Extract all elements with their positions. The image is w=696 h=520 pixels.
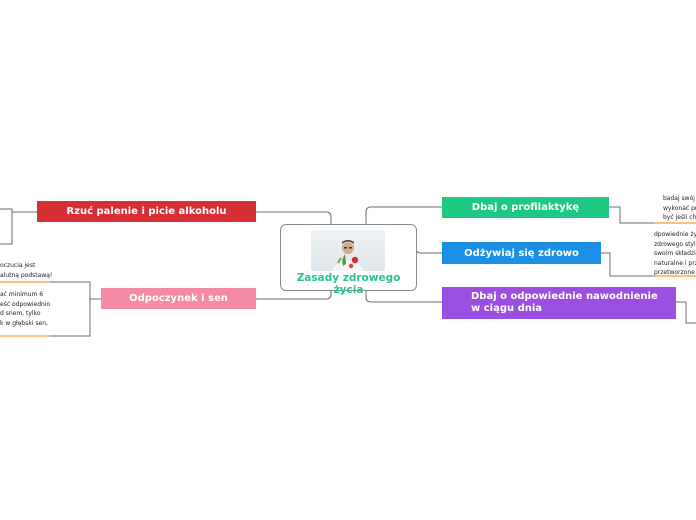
diet-note: dpowiednie ży zdrowego stylu swoim skład… (654, 230, 696, 278)
branch-prevention[interactable]: Dbaj o profilaktykę (442, 197, 609, 218)
note-line: d snem, tylko (0, 310, 41, 317)
note-line: k w głębski sen, (0, 319, 48, 327)
central-topic[interactable]: Zasady zdrowego życia (280, 224, 417, 296)
note-line: swoim składzie (654, 250, 696, 257)
note-line: wykonać prz (663, 204, 696, 212)
note-line: eść odpowiednio (0, 300, 51, 308)
branch-label: Rzuć palenie i picie alkoholu (66, 206, 227, 217)
branch-label-line-1: Dbaj o odpowiednie nawodnienie (471, 291, 658, 302)
rest-note-2: ać minimum 6 eść odpowiednio d snem, tyl… (0, 290, 50, 328)
note-line: ać minimum 6 (0, 291, 44, 298)
branch-healthy-eating[interactable]: Odżywiaj się zdrowo (442, 242, 601, 264)
note-line: przetworzone j (654, 269, 696, 276)
note-line: alutną podstawą! (0, 271, 53, 279)
note-line: być jeśli cho (663, 214, 696, 221)
note-line: oczucia jest (0, 262, 36, 269)
note-line: badaj swój s (663, 195, 696, 202)
branch-quit-smoking-drinking[interactable]: Rzuć palenie i picie alkoholu (37, 201, 256, 222)
branch-label: Odpoczynek i sen (129, 293, 228, 304)
branch-rest-and-sleep[interactable]: Odpoczynek i sen (101, 288, 256, 309)
branch-label-line-2: w ciągu dnia (471, 303, 543, 314)
person-with-vegetables-icon (311, 230, 385, 271)
branch-label: Odżywiaj się zdrowo (464, 247, 579, 259)
rest-note-1: oczucia jest alutną podstawą! (0, 261, 52, 280)
note-line: dpowiednie ży (654, 231, 696, 238)
note-line: zdrowego stylu (654, 240, 696, 248)
prevention-note: badaj swój s wykonać prz być jeśli cho (663, 194, 696, 223)
branch-label: Dbaj o profilaktykę (471, 202, 580, 213)
note-line: naturalne i prz (654, 259, 696, 267)
central-title: Zasady zdrowego życia (296, 272, 401, 296)
branch-hydration[interactable]: Dbaj o odpowiednie nawodnienie w ciągu d… (442, 287, 676, 319)
